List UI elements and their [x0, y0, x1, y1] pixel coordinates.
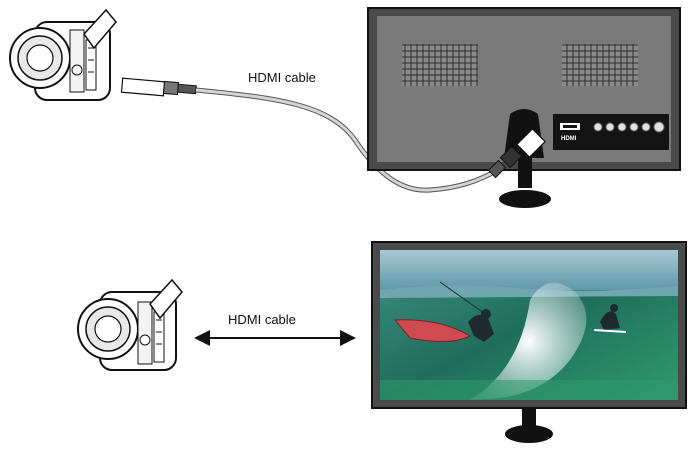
hdmi-plug-icon: [120, 77, 197, 97]
bottom-cable-label: HDMI cable: [228, 312, 296, 327]
camera-icon: [77, 278, 183, 371]
tv-stand-bottom: [505, 408, 553, 443]
speaker-grill-left: [402, 44, 478, 86]
hdmi-plug-tv: [487, 128, 546, 179]
camera-icon: [9, 8, 117, 101]
tv-screen-image: [380, 250, 678, 400]
wave-splash: [470, 282, 587, 400]
kitesurfer-main: [468, 314, 494, 342]
tv-port-panel: HDMI: [553, 114, 669, 150]
kitesurfer-distant: [600, 311, 620, 330]
camera-top: [9, 8, 117, 101]
hdmi-port-label: HDMI: [561, 136, 577, 142]
speaker-grill-right: [562, 44, 638, 86]
camera-bottom: [77, 278, 183, 371]
tv-back: HDMI: [367, 7, 681, 208]
top-cable-label: HDMI cable: [248, 70, 316, 85]
double-arrow-icon: [194, 330, 356, 346]
kiteboard: [393, 319, 472, 342]
tv-icon: [371, 241, 687, 409]
tv-front: [371, 241, 687, 443]
